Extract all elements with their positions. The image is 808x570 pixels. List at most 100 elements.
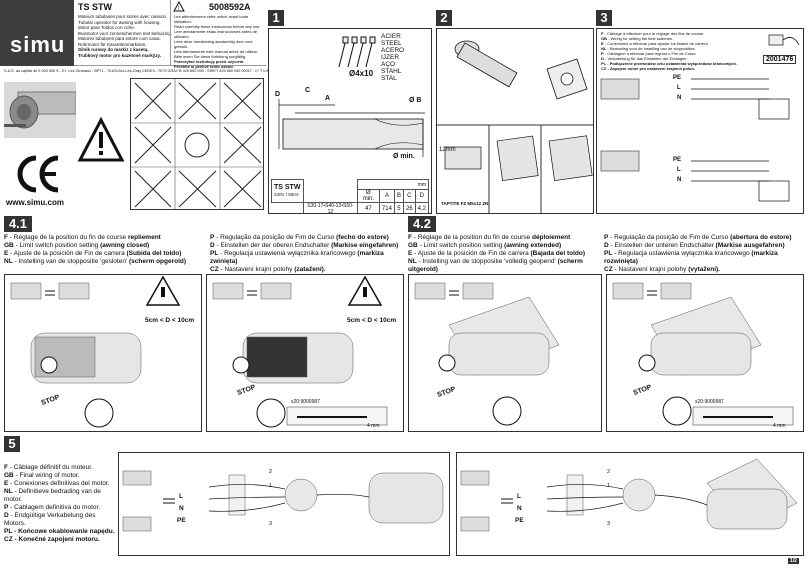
note-line: Read carefully these instructions before… <box>174 24 261 29</box>
line-text: - Bedrading voor de instelling van de st… <box>607 46 696 51</box>
section1-panel: Ø4x10 ACIER STEEL ACERO IJZER AÇO STAHL … <box>268 28 432 214</box>
tool-size: 4 mm <box>367 423 380 429</box>
part-number: 2001476 <box>763 55 797 64</box>
lang-code: P <box>604 234 609 241</box>
line-bold: (markiza zwinięta) <box>210 250 384 265</box>
line-text: - Zapojení nutné pro nastavení krajních … <box>607 66 696 71</box>
gap-label: 5cm < D < 10cm <box>347 317 397 324</box>
line-text: - Regulação da posição de Fim de Curso <box>610 234 731 241</box>
wire-label: L <box>677 85 681 91</box>
line-bold: (scherm uitgerold) <box>408 258 583 273</box>
text-line: PL - Regulacja ustawienia wyłącznika kra… <box>210 250 402 266</box>
section41-text-right: P - Regulação da posição de Fim de Curso… <box>210 234 402 274</box>
line-bold: (awning closed) <box>100 242 150 249</box>
tool-quantity: x20:9000987 <box>291 399 320 405</box>
line-text: - Conexiones a efectuar para ajustar los… <box>604 41 709 46</box>
text-line: P - Cablagem definitiva do motor. <box>4 504 116 512</box>
table-cell: 47 <box>356 202 380 213</box>
awning-extended-drawing <box>414 282 560 426</box>
material: IJZER <box>381 54 400 61</box>
label-c: C <box>305 87 311 94</box>
wire-label: L <box>517 493 521 500</box>
line-text: - Verkabelung für das Einstellen der End… <box>605 56 688 61</box>
lang-code: D <box>604 242 609 249</box>
lang-code: P <box>4 504 9 511</box>
text-line: NL - Definitieve bedrading van de motor. <box>4 488 116 504</box>
text-line: F - Câblage à effectuer pour le réglage … <box>601 31 767 36</box>
line-text: - Conexiones definitivas del motor. <box>10 480 110 487</box>
desc-line: Trubkový motor pro kazetové markýzy. <box>78 52 161 58</box>
text-line: CZ - Nastavení krajní polohy (vytažení). <box>604 266 804 274</box>
brand-name: simu <box>10 32 66 57</box>
wire-label: PE <box>673 75 682 81</box>
line-text: - Podłączenie przewodów celu ustawienia … <box>607 61 738 66</box>
text-line: CZ - Nastavení krajní polohy (zatažení). <box>210 266 402 274</box>
awning-closed-drawing <box>10 275 181 428</box>
svg-text:!: ! <box>178 6 180 12</box>
line-text: - Câblage définitif du moteur. <box>9 464 93 471</box>
lang-code: NL <box>4 488 13 495</box>
section-number-3: 3 <box>596 10 612 26</box>
table-cell: 26 <box>402 202 416 213</box>
lang-code: NL <box>601 46 607 51</box>
table-header: C <box>402 189 416 203</box>
text-line: CZ - Konečné zapojení motoru. <box>4 536 116 544</box>
desc-line: Motores tubulares para estore com caixa. <box>78 36 161 41</box>
line-text: - Regulacja ustawienia wyłącznika krańco… <box>614 250 752 257</box>
text-line: D - Einstellen der unteren Endschalter (… <box>604 242 804 250</box>
text-line: NL - Instelling van de stoppositie 'gesl… <box>4 258 202 266</box>
line-text: - Definitieve bedrading van de motor. <box>4 488 101 503</box>
lang-code: GB <box>601 36 607 41</box>
ce-mark-icon <box>17 155 59 193</box>
text-line: NL - Bedrading voor de instelling van de… <box>601 46 767 51</box>
text-line: GB - Final wiring of motor. <box>4 472 116 480</box>
line-bold: (Subida del toldo) <box>126 250 182 257</box>
line-bold: déploiement <box>531 234 571 241</box>
line-text: - Einstellen der der oberen Endschalter <box>216 242 332 249</box>
text-line: F - Câblage définitif du moteur. <box>4 464 116 472</box>
table-header: D <box>414 189 430 203</box>
terminal-number: 2 <box>607 469 611 475</box>
section41-panel-b: 5cm < D < 10cm STOP x20:9000987 4 mm <box>206 274 404 432</box>
lang-code: E <box>4 480 9 487</box>
table-empty <box>304 180 358 190</box>
website: www.simu.com <box>6 198 64 207</box>
line-text: - Nastavení krajní polohy <box>614 266 689 273</box>
line-bold: (markiza rozwinięta) <box>604 250 778 265</box>
terminal-number: 1 <box>607 483 611 489</box>
terminal-number: 1 <box>269 483 273 489</box>
line-text: - Wiring for setting the limit switches. <box>608 36 674 41</box>
label-min: Ø min. <box>393 153 415 160</box>
text-line: E - Ajuste de la posición de Fin de carr… <box>408 250 602 258</box>
tool-size: 4 mm <box>773 423 786 429</box>
material: ACERO <box>381 47 405 54</box>
line-bold: (fecho do estore) <box>336 234 389 241</box>
gap-label: 5cm < D < 10cm <box>145 317 195 324</box>
section-number-4-1: 4.1 <box>4 216 32 232</box>
lang-code: P <box>210 234 215 241</box>
lang-code: PL <box>601 61 607 66</box>
screw-spec: TAPTITE FZ M5x12 ZN <box>441 201 489 206</box>
lang-code: F <box>4 464 8 471</box>
text-line: P - Regulação da posição de Fim de Curso… <box>210 234 402 242</box>
lang-code: NL <box>4 258 13 265</box>
material: ACIER <box>381 33 401 40</box>
table-empty <box>304 190 358 203</box>
line-bold: (Markise eingefahren) <box>331 242 399 249</box>
section5-panel-b: L N PE 2 1 3 <box>456 452 804 556</box>
lang-code: F <box>408 234 412 241</box>
text-line: PL - Podłączenie przewodów celu ustawien… <box>601 61 767 66</box>
line-text: - Instelling van de stoppositie 'volledi… <box>418 258 558 265</box>
lang-code: GB <box>408 242 418 249</box>
text-line: D - Verkabelung für das Einstellen der E… <box>601 56 767 61</box>
wiring-diagram <box>600 78 790 202</box>
lang-code: E <box>601 41 604 46</box>
section-number-5: 5 <box>4 436 20 452</box>
text-line: P - Cablagem a efectuar para regular o F… <box>601 51 767 56</box>
safety-grid-drawing <box>131 79 263 209</box>
wire-label: L <box>179 493 183 500</box>
text-line: GB - Limit switch position setting (awni… <box>4 242 202 250</box>
label-b: Ø B <box>409 97 422 104</box>
lang-code: CZ <box>210 266 219 273</box>
line-text: - Ajuste de la posición de Fin de carrer… <box>414 250 531 257</box>
